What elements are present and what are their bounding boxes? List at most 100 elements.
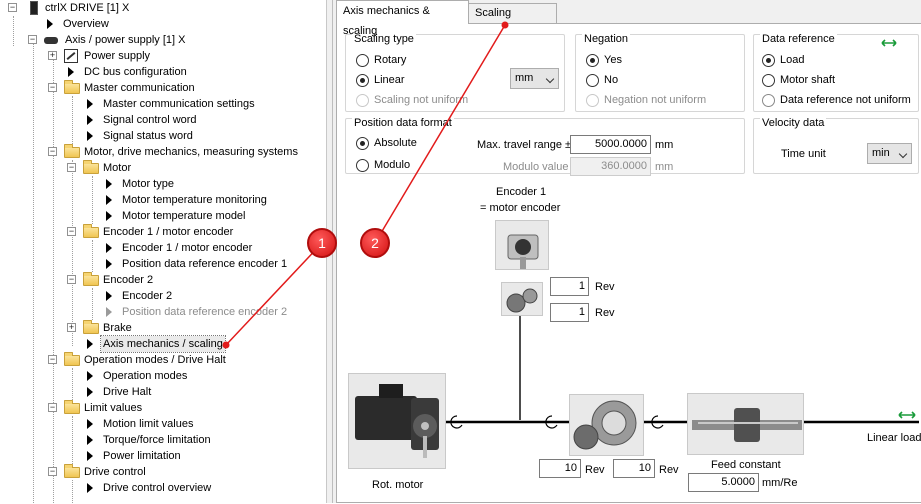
reference-load-radio[interactable] xyxy=(762,54,775,67)
reference-motor-shaft-radio[interactable] xyxy=(762,74,775,87)
double-arrow-icon xyxy=(898,411,916,419)
gear-input-field[interactable]: 10 xyxy=(539,459,581,478)
negation-no-label: No xyxy=(604,74,619,86)
reference-not-uniform-radio[interactable] xyxy=(762,94,775,107)
folder-icon xyxy=(83,272,99,286)
tree-line xyxy=(53,56,54,503)
tree-label: Power supply xyxy=(84,50,151,62)
collapse-icon[interactable]: − xyxy=(48,402,57,412)
folder-icon xyxy=(83,320,99,334)
axis-icon xyxy=(44,37,58,44)
reference-load-label: Load xyxy=(780,54,805,66)
tab-scaling-extended[interactable]: Scaling extended xyxy=(468,3,557,37)
folder-icon xyxy=(64,80,80,94)
scaling-not-uniform-radio[interactable] xyxy=(356,94,369,107)
tree-line xyxy=(72,480,73,503)
feed-constant-input[interactable]: 5.0000 xyxy=(688,473,759,492)
max-travel-unit: mm xyxy=(655,139,674,151)
folder-icon xyxy=(64,464,80,478)
max-travel-input[interactable]: 5000.0000 xyxy=(570,135,651,154)
encoder-gearbox-image xyxy=(501,282,543,316)
page-arrow-icon xyxy=(87,419,93,429)
gearbox-image xyxy=(569,394,644,456)
encoder-gear-input-top[interactable]: 1 xyxy=(550,277,589,296)
expand-icon[interactable]: + xyxy=(48,50,57,60)
group-title: Negation xyxy=(582,33,631,45)
negation-no-radio[interactable] xyxy=(586,74,599,87)
velocity-group: Velocity data Time unit min xyxy=(753,117,919,174)
page-arrow-icon xyxy=(87,131,93,141)
negation-not-uniform-radio[interactable] xyxy=(586,94,599,107)
linear-radio[interactable] xyxy=(356,74,369,87)
rotation-arrow-icon xyxy=(651,415,664,429)
collapse-icon[interactable]: − xyxy=(48,466,57,476)
page-arrow-icon xyxy=(87,115,93,125)
negation-yes-radio[interactable] xyxy=(586,54,599,67)
rev-label: Rev xyxy=(585,464,605,476)
rotation-arrow-icon xyxy=(450,415,463,429)
tree-line xyxy=(72,368,73,400)
gear-icon xyxy=(506,288,538,313)
negation-yes-label: Yes xyxy=(604,54,622,66)
folder-icon xyxy=(64,144,80,158)
encoder-subtitle: = motor encoder xyxy=(480,202,561,214)
time-unit-select[interactable]: min xyxy=(867,143,912,164)
page-arrow-icon xyxy=(87,435,93,445)
tree-label: Motor xyxy=(103,162,132,174)
tree-line xyxy=(13,16,14,46)
page-arrow-icon xyxy=(47,19,53,29)
negation-group: Negation Yes No Negation not uniform xyxy=(575,33,745,112)
expand-icon[interactable]: + xyxy=(67,322,76,332)
motor-image xyxy=(348,373,446,469)
unit-value: mm xyxy=(515,72,534,84)
reference-not-uniform-label: Data reference not uniform xyxy=(780,94,911,106)
collapse-icon[interactable]: − xyxy=(67,162,76,172)
rotation-arrow-icon xyxy=(545,415,558,429)
encoder-title: Encoder 1 xyxy=(496,186,547,198)
collapse-icon[interactable]: − xyxy=(67,226,76,236)
tab-axis-mechanics[interactable]: Axis mechanics & scaling xyxy=(336,0,469,37)
tree-label: Position data reference encoder 1 xyxy=(122,258,288,270)
collapse-icon[interactable]: − xyxy=(48,82,57,92)
page-arrow-icon xyxy=(106,259,112,269)
absolute-radio[interactable] xyxy=(356,137,369,150)
motor-icon xyxy=(355,384,439,458)
tree-line xyxy=(92,240,93,272)
encoder-image xyxy=(495,220,549,270)
rev-label: Rev xyxy=(595,307,615,319)
group-title: Velocity data xyxy=(760,117,827,129)
tree-label: Drive control overview xyxy=(103,482,212,494)
reference-motor-shaft-label: Motor shaft xyxy=(780,74,836,86)
tree-label: Power limitation xyxy=(103,450,181,462)
gear-output-field[interactable]: 10 xyxy=(613,459,655,478)
tree-label: Axis mechanics / scaling xyxy=(100,335,226,353)
settings-panel: Axis mechanics & scaling Scaling extende… xyxy=(333,0,921,503)
data-reference-group: Data reference Load Motor shaft Data ref… xyxy=(753,33,919,112)
page-arrow-icon xyxy=(87,483,93,493)
tree-line xyxy=(92,288,93,320)
modulo-value-input[interactable]: 360.0000 xyxy=(570,157,651,176)
tree-label: Torque/force limitation xyxy=(103,434,211,446)
negation-not-uniform-label: Negation not uniform xyxy=(604,94,707,106)
collapse-icon[interactable]: − xyxy=(48,354,57,364)
gear-icon xyxy=(573,400,637,450)
navigation-tree: − ctrlX DRIVE [1] X Overview − Axis / po… xyxy=(0,0,327,503)
encoder-icon xyxy=(507,234,539,269)
rotary-radio[interactable] xyxy=(356,54,369,67)
collapse-icon[interactable]: − xyxy=(8,2,17,12)
collapse-icon[interactable]: − xyxy=(48,146,57,156)
unit-select[interactable]: mm xyxy=(510,68,559,89)
tree-label: Drive control xyxy=(84,466,146,478)
time-unit-value: min xyxy=(872,147,890,159)
collapse-icon[interactable]: − xyxy=(67,274,76,284)
tree-label: ctrlX DRIVE [1] X xyxy=(45,2,130,14)
tree-label: Operation modes / Drive Halt xyxy=(84,354,226,366)
drive-icon xyxy=(30,1,38,15)
modulo-value-label: Modulo value xyxy=(503,161,569,173)
collapse-icon[interactable]: − xyxy=(28,34,37,44)
modulo-radio[interactable] xyxy=(356,159,369,172)
tree-label: Overview xyxy=(63,18,109,30)
tree-label: Motion limit values xyxy=(103,418,194,430)
page-arrow-icon xyxy=(87,371,93,381)
encoder-gear-input-bottom[interactable]: 1 xyxy=(550,303,589,322)
